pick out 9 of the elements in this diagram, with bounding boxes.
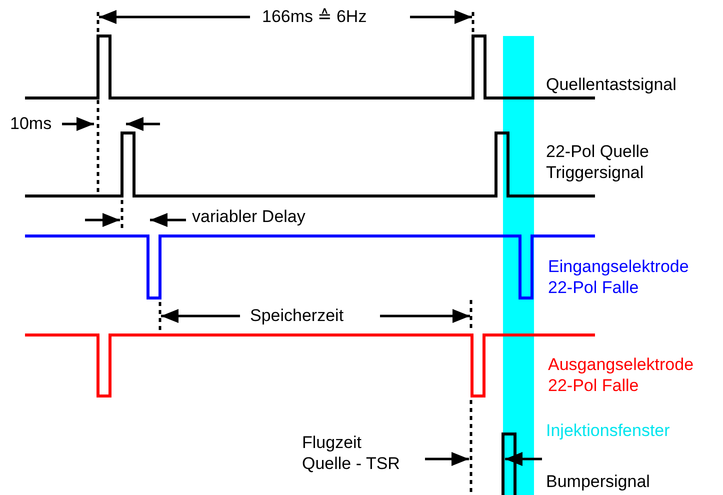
signal-label: Quellentastsignal: [546, 74, 676, 95]
window-label: Injektionsfenster: [546, 420, 670, 441]
signal-label: Ausgangselektrode 22-Pol Falle: [548, 354, 695, 396]
dimension-label: 10ms: [10, 113, 52, 134]
signal-label: Bumpersignal: [546, 471, 650, 492]
dimension-label: variabler Delay: [192, 206, 306, 227]
signal-label: 22-Pol Quelle Triggersignal: [546, 141, 650, 183]
dimension-label: Flugzeit Quelle - TSR: [302, 432, 401, 474]
signal-label: Eingangselektrode 22-Pol Falle: [548, 256, 690, 298]
